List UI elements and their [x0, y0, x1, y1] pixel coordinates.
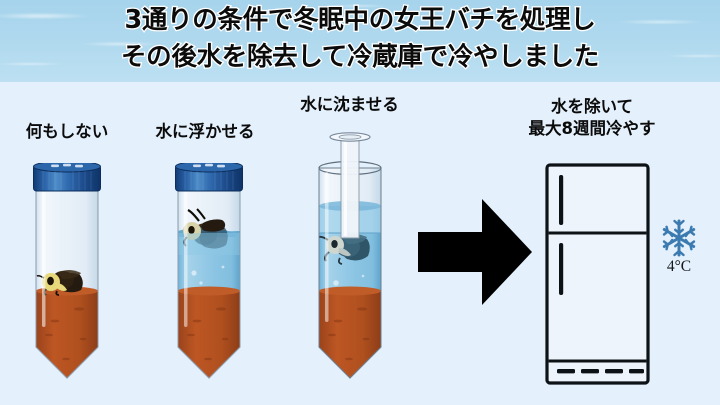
tube-submerge-in-water [318, 132, 382, 379]
condition-label-float-on-water: 水に浮かせる [154, 121, 255, 142]
soil-specks [187, 307, 229, 361]
header-banner: 3通りの条件で冬眠中の女王バチを処理し その後水を除去して冷蔵庫で冷やしました [0, 0, 720, 82]
condition-label-submerge-in-water: 水に沈ませる [299, 94, 400, 115]
soil-specks [45, 307, 87, 361]
bee-floating [178, 208, 240, 255]
fridge-label-line-2: 最大8週間冷やす [527, 118, 656, 139]
header-title: 3通りの条件で冬眠中の女王バチを処理し その後水を除去して冷蔵庫で冷やしました [0, 2, 720, 76]
fridge-body [545, 163, 650, 385]
condition-label-no-treatment: 何もしない [25, 121, 110, 142]
header-title-line-2: その後水を除去して冷蔵庫で冷やしました [120, 41, 601, 74]
water-bubbles [191, 265, 225, 285]
cap-highlight-marks [51, 163, 83, 168]
soil-specks [328, 307, 370, 361]
freezer-door-handle[interactable] [559, 175, 564, 225]
snowflake-icon [662, 219, 696, 257]
fridge-label-line-1: 水を除いて [550, 96, 634, 117]
tube-no-treatment [33, 163, 101, 379]
fridge-temperature-label: 4°C [666, 258, 692, 275]
fridge-door-handle[interactable] [559, 243, 564, 295]
insert-tube[interactable] [329, 132, 371, 239]
soil-layer [319, 291, 381, 378]
refrigerator [545, 163, 650, 385]
soil-layer [178, 291, 240, 378]
tube-float-on-water [175, 163, 243, 379]
cap-highlight-marks [193, 163, 225, 168]
fridge-label: 水を除いて 最大8週間冷やす [487, 96, 697, 140]
soil-surface [319, 286, 381, 296]
soil-layer [36, 291, 98, 378]
tube-cap[interactable] [175, 163, 243, 192]
header-title-line-1: 3通りの条件で冬眠中の女王バチを処理し [123, 4, 597, 37]
glass-highlight [325, 172, 329, 322]
tube-cap[interactable] [33, 163, 101, 192]
soil-surface [178, 286, 240, 296]
fridge-vent-grille [557, 369, 644, 374]
right-arrow-icon [418, 199, 532, 305]
glass-highlight [184, 177, 188, 327]
glass-highlight [42, 177, 46, 327]
